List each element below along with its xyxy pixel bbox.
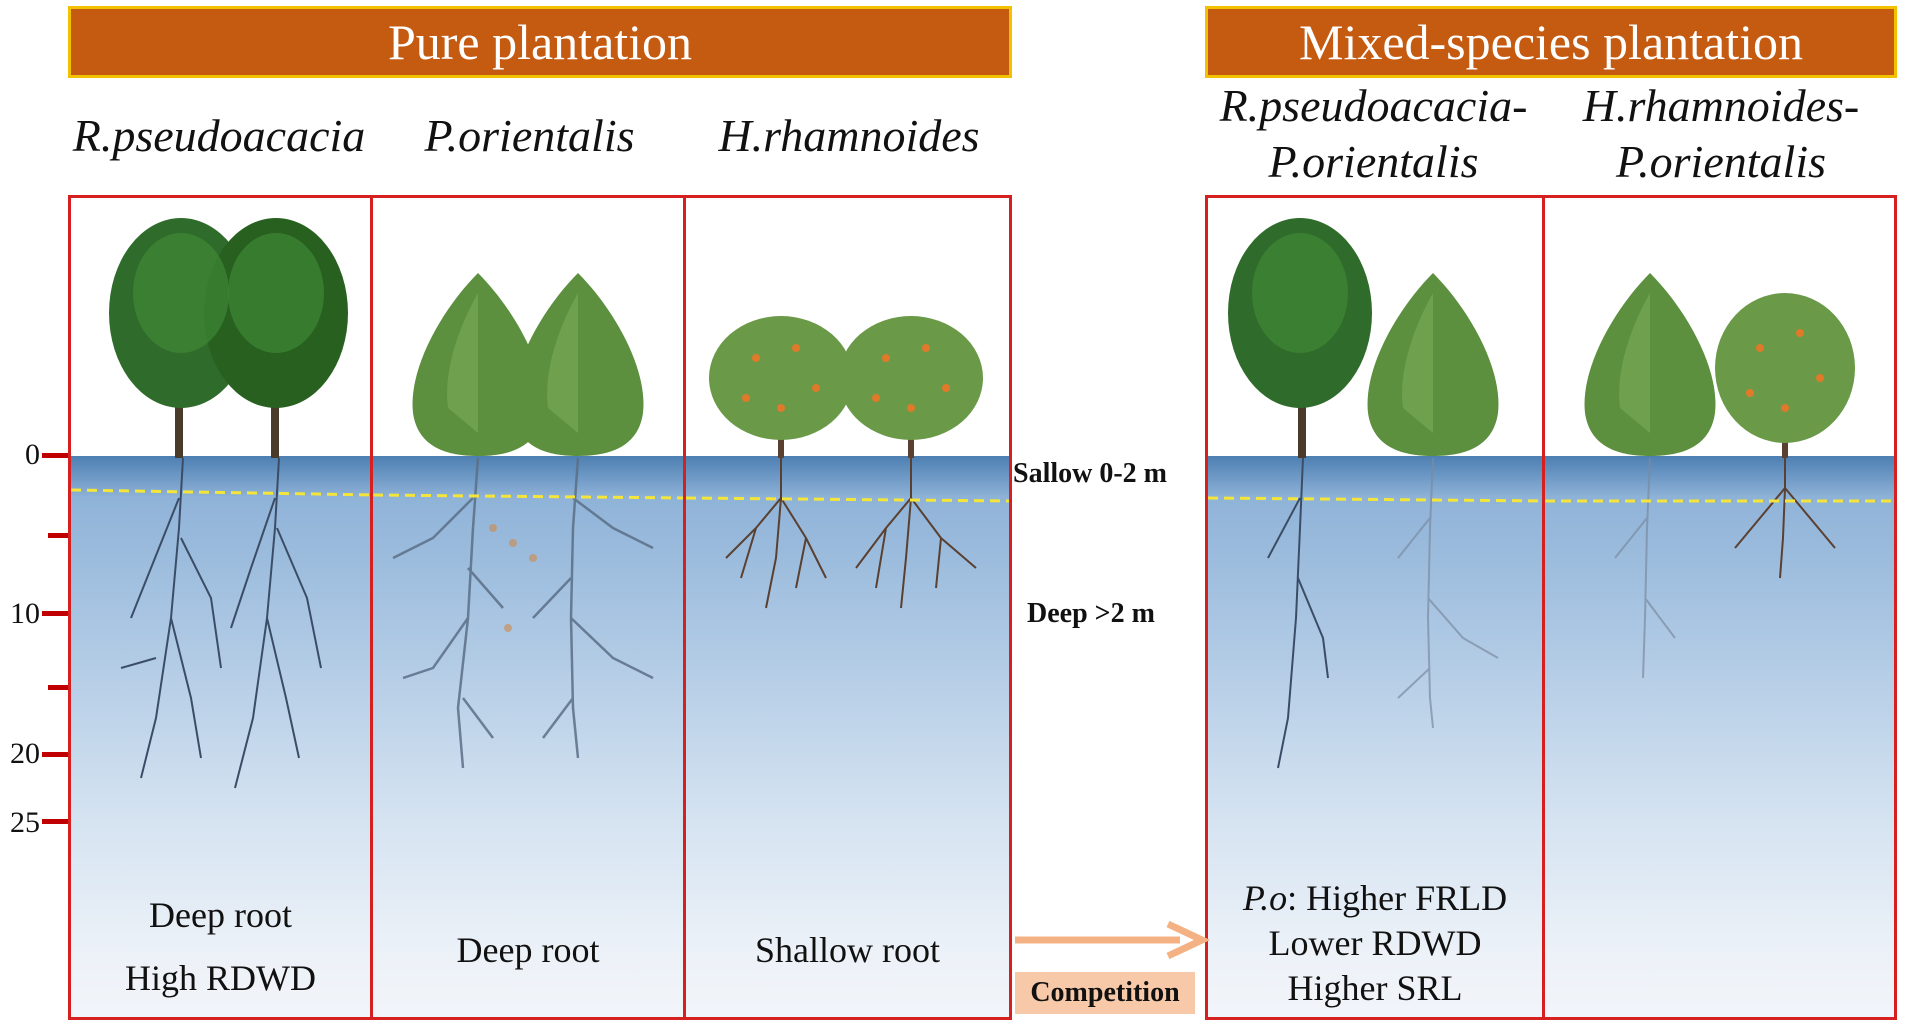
root-system-icon [392, 457, 654, 769]
shallow-boundary-line [686, 496, 1009, 503]
panel-rp-scene [71, 218, 370, 789]
panel-rp-po-mixed: P.o: Higher FRLD Lower RDWD Higher SRL [1205, 195, 1545, 1020]
rp-text-line2: High RDWD [125, 958, 316, 998]
depth-label-20: 20 [10, 737, 40, 770]
depth-label-25: 25 [10, 806, 40, 839]
mix-text-line1-rest: : Higher FRLD [1287, 878, 1508, 918]
shrub-icon [1715, 293, 1855, 458]
deep-layer-label: Deep >2 m [1027, 598, 1155, 629]
mix-text-prefix: P.o [1242, 878, 1288, 918]
competition-label: Competition [1015, 972, 1195, 1014]
shallow-layer-label: Sallow 0-2 m [1013, 458, 1167, 489]
panel-hr-pure: Shallow root [683, 195, 1012, 1020]
panel-po-pure: Deep root [370, 195, 686, 1020]
mix-text-line3: Higher SRL [1287, 968, 1463, 1008]
shallow-boundary-line [373, 493, 683, 500]
label-p-orientalis: P.orientalis [424, 110, 635, 161]
panel-po-scene [373, 273, 683, 769]
competition-arrow [1015, 920, 1210, 960]
panel-mix2-scene [1545, 273, 1894, 679]
label-mix-rp-po-line1: R.pseudoacacia- [1219, 80, 1528, 131]
mix-text-line1: P.o: Higher FRLD [1208, 876, 1542, 920]
label-mix-hr-po-line1: H.rhamnoides- [1582, 80, 1860, 131]
panel-mix1-scene [1208, 218, 1542, 769]
depth-tick-minor-2 [48, 685, 70, 690]
depth-tick-25 [42, 819, 70, 824]
label-mix-rp-po-line2: P.orientalis [1268, 136, 1479, 187]
root-system-icon [120, 457, 322, 789]
deciduous-tree-icon [109, 218, 348, 458]
shallow-boundary-line [71, 488, 370, 497]
label-h-rhamnoides: H.rhamnoides [718, 110, 980, 161]
hr-text: Shallow root [755, 930, 940, 970]
mixed-plantation-banner: Mixed-species plantation [1205, 6, 1897, 78]
depth-tick-minor-1 [48, 533, 70, 538]
mix-text-line2: Lower RDWD [1268, 923, 1482, 963]
label-r-pseudoacacia: R.pseudoacacia [72, 110, 366, 161]
pure-plantation-banner: Pure plantation [68, 6, 1012, 78]
shrub-icon [709, 316, 983, 458]
panel-hr-po-mixed [1542, 195, 1897, 1020]
panel-rp-pure: Deep root High RDWD [68, 195, 373, 1020]
conifer-tree-icon [1584, 273, 1716, 456]
conifer-tree-icon [412, 273, 644, 456]
depth-tick-10 [42, 611, 70, 616]
label-mix-hr-po-line2: P.orientalis [1615, 136, 1826, 187]
panel-hr-scene [686, 316, 1009, 609]
rp-text-line1: Deep root [149, 895, 292, 935]
root-system-icon [1267, 457, 1499, 769]
root-system-icon [1614, 457, 1836, 679]
shallow-boundary-line [1208, 496, 1542, 503]
root-system-icon [725, 458, 977, 609]
depth-tick-20 [42, 752, 70, 757]
deciduous-tree-icon [1228, 218, 1372, 458]
depth-tick-0 [42, 453, 70, 458]
depth-label-10: 10 [10, 597, 40, 630]
depth-label-0: 0 [25, 438, 40, 471]
po-text: Deep root [456, 930, 600, 970]
fine-roots [489, 524, 537, 632]
conifer-tree-icon [1367, 273, 1499, 456]
